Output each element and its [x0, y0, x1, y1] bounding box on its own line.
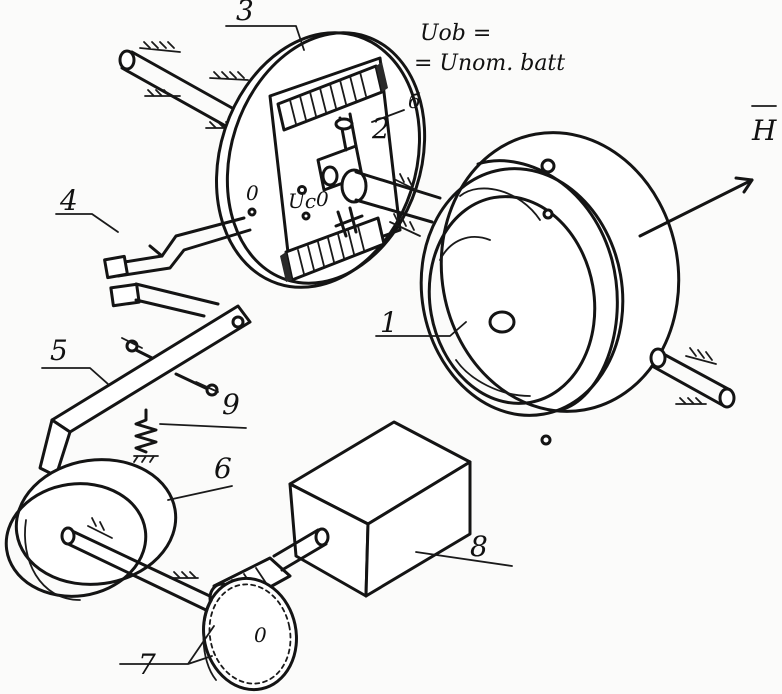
label-uob-line1: Uob = — [420, 21, 491, 46]
fixed-support-hatch-d — [205, 121, 241, 129]
label-1: 1 — [380, 306, 398, 339]
label-5: 5 — [50, 334, 68, 367]
fixed-support-hatch-f — [395, 173, 421, 193]
upper-comb-magnet — [276, 62, 388, 132]
center-axle — [340, 168, 442, 237]
fixed-support-hatch-b — [209, 71, 249, 81]
pivot-point-0 — [247, 207, 257, 217]
fixed-support-hatch-j — [169, 571, 199, 579]
drum-hub — [488, 310, 516, 334]
spring-9 — [133, 408, 247, 463]
label-element-0: 0 — [316, 187, 329, 211]
label-3: 3 — [236, 0, 254, 27]
fixed-support-hatch-e — [389, 213, 421, 237]
terminal-point-upper — [297, 185, 307, 195]
label-uc: Uc — [288, 189, 316, 213]
label-b: б — [408, 89, 421, 113]
lever-4 — [55, 213, 252, 280]
drum-wheel-1 — [419, 131, 681, 446]
fixed-support-hatch-h — [675, 397, 707, 405]
label-4: 4 — [59, 184, 78, 217]
label-h-vector: H — [751, 114, 777, 147]
fixed-support-hatch-a — [139, 41, 181, 53]
gear-7 — [119, 556, 298, 692]
label-8: 8 — [470, 530, 488, 563]
right-shaft — [649, 347, 736, 409]
label-wheel-0: 0 — [254, 623, 267, 647]
drum-top-knob — [540, 158, 556, 174]
label-9: 9 — [222, 388, 240, 421]
terminal-point-lower — [301, 211, 311, 221]
label-pivot-0: 0 — [246, 181, 259, 205]
pivot-pins — [121, 337, 219, 397]
top-shaft — [118, 41, 252, 136]
disk-3 — [215, 31, 427, 289]
fixed-support-hatch-c — [144, 89, 181, 97]
lower-shaft — [60, 517, 216, 612]
label-2: 2 — [371, 112, 390, 145]
label-6: 6 — [214, 452, 232, 485]
lower-comb-magnet — [280, 216, 386, 282]
lever-arm-5 — [38, 282, 252, 478]
field-vector-arrow — [638, 105, 777, 238]
fixed-support-hatch-i — [87, 517, 113, 539]
cam-disc-6 — [4, 458, 233, 601]
leader-lines — [225, 25, 467, 337]
motor-box-8 — [272, 420, 513, 598]
label-7: 7 — [138, 648, 156, 681]
fixed-support-hatch-g — [685, 347, 717, 365]
label-uob-line2: = Unom. batt — [414, 51, 565, 76]
